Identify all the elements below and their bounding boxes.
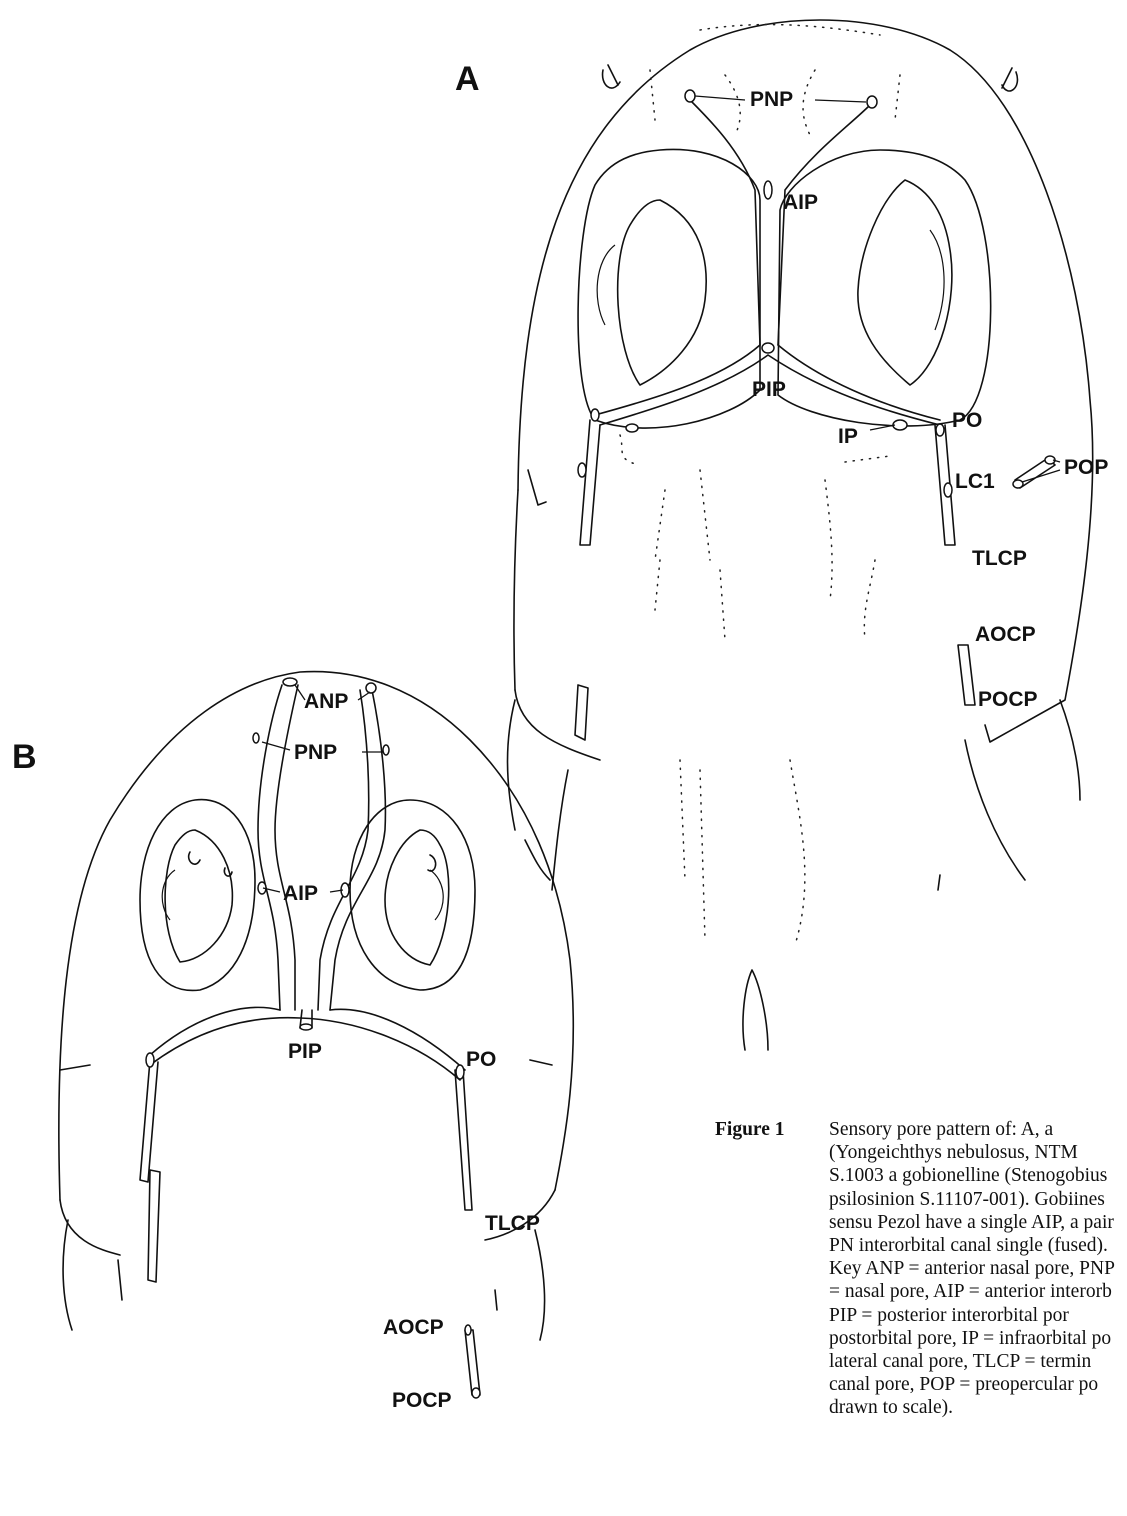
- panel-b-jaw-left: [60, 1200, 120, 1255]
- panel-a-left-pupil: [597, 245, 615, 325]
- panel-b-label-pocp: POCP: [392, 1389, 452, 1412]
- panel-a-label-pnp: PNP: [750, 88, 793, 111]
- panel-b-right-pupil: [430, 870, 443, 920]
- panel-b-letter: B: [12, 738, 37, 776]
- panel-b-label-po: PO: [466, 1048, 496, 1071]
- panel-a-lower-left: [508, 700, 516, 830]
- panel-b-right-lateral-canal: [455, 1070, 472, 1210]
- panel-b-left-eye-outer: [140, 800, 255, 991]
- panel-b-left-lateral-canal: [140, 1060, 158, 1182]
- panel-a-ip-left-pore: [626, 424, 638, 432]
- panel-a-right-pupil: [930, 230, 944, 330]
- panel-a-po-pore: [936, 424, 944, 436]
- panel-b-pocp-pore: [472, 1388, 480, 1398]
- panel-b-po-pore: [456, 1065, 464, 1079]
- panel-a-label-pop: POP: [1064, 456, 1108, 479]
- panel-b-drawing: B: [12, 672, 573, 1412]
- panel-b-ticks: [118, 1260, 497, 1310]
- panel-b-nostrils-left: [189, 852, 232, 876]
- caption-text: Sensory pore pattern of: A, a (Yongeicht…: [829, 1118, 1127, 1420]
- panel-a-oc-canal: [958, 645, 975, 705]
- panel-b-pnp-left-pore: [253, 733, 259, 743]
- panel-a-right-eye-inner: [858, 180, 952, 385]
- panel-b-nostril-right: [428, 855, 436, 871]
- panel-b-canal-right: [318, 690, 385, 1010]
- panel-a-ip-pore: [893, 420, 907, 430]
- panel-b-oc-canal: [465, 1330, 480, 1395]
- panel-a-letter: A: [455, 60, 480, 98]
- panel-b-label-pnp: PNP: [294, 741, 337, 764]
- panel-a-pnp-right-pore: [867, 96, 877, 108]
- panel-a-left-side-canal: [528, 470, 546, 505]
- panel-a-dots-cheek-l: [620, 435, 640, 465]
- panel-a-po-left-pore: [591, 409, 599, 421]
- panel-a-label-aip: AIP: [783, 191, 818, 214]
- panel-a-pnp-left-pore: [685, 90, 695, 102]
- panel-a-dots-body2: [790, 760, 805, 945]
- panel-a-dots-body1: [680, 760, 705, 940]
- panel-a-left-lateral-canal: [580, 420, 600, 545]
- panel-a-label-po: PO: [952, 409, 982, 432]
- panel-a-left-eye-inner: [618, 200, 707, 385]
- panel-b-pnp-right-pore: [383, 745, 389, 755]
- panel-a-left-eye-outer: [578, 149, 760, 428]
- panel-b-left-pupil: [162, 870, 175, 920]
- panel-a-dots-nasal-r: [803, 70, 815, 135]
- panel-a-label-aocp: AOCP: [975, 623, 1036, 646]
- panel-a-body-right: [965, 740, 1025, 880]
- panel-b-lower-left: [63, 1220, 72, 1330]
- panel-b-label-aocp: AOCP: [383, 1316, 444, 1339]
- panel-a-lc1-left-pore: [578, 463, 586, 477]
- panel-a-left-edge: [514, 490, 518, 690]
- panel-a-left-oc-canal: [575, 685, 588, 740]
- panel-b-right-eye-inner: [385, 830, 449, 965]
- panel-a-body-left: [552, 770, 568, 890]
- panel-b-left-eye-inner: [165, 830, 232, 962]
- panel-a-dots-row1: [655, 470, 710, 560]
- panel-a-tick: [938, 875, 940, 890]
- panel-a-lc1-pore: [944, 483, 952, 497]
- panel-b-label-tlcp: TLCP: [485, 1212, 540, 1235]
- panel-a-fin-tip: [743, 970, 768, 1050]
- panel-b-anp-right-pore: [366, 683, 376, 693]
- panel-b-aocp-pore: [465, 1325, 471, 1335]
- panel-a-dots-row4: [825, 480, 832, 600]
- panel-a-label-pip: PIP: [752, 378, 786, 401]
- panel-a-dots-row3: [864, 560, 875, 640]
- panel-b-label-pip: PIP: [288, 1040, 322, 1063]
- panel-b-pip-pore: [300, 1024, 312, 1030]
- panel-a-label-ip: IP: [838, 425, 858, 448]
- panel-a-aip-pore: [764, 181, 772, 199]
- panel-a-dots-cheek-r: [845, 456, 890, 462]
- panel-b-left-oc-canal: [148, 1170, 160, 1282]
- panel-a-right-rear: [1060, 700, 1080, 800]
- panel-b-label-aip: AIP: [283, 882, 318, 905]
- panel-a-pop-lower-pore: [1013, 480, 1023, 488]
- caption-figure-label: Figure 1: [715, 1118, 785, 1141]
- panel-b-label-anp: ANP: [304, 690, 348, 713]
- panel-a-label-tlcp: TLCP: [972, 547, 1027, 570]
- panel-a-nostrils: [603, 70, 1018, 91]
- panel-b-anp-left-pore: [283, 678, 297, 686]
- panel-b-canal-left: [258, 685, 298, 1010]
- panel-a-dots-row2: [655, 560, 725, 640]
- panel-b-po-left-pore: [146, 1053, 154, 1067]
- panel-b-lower-right: [535, 1230, 545, 1340]
- panel-a-label-lc1: LC1: [955, 470, 995, 493]
- panel-a-pip-pore: [762, 343, 774, 353]
- panel-a-nasal-marks: [608, 65, 1012, 88]
- panel-a-label-pocp: POCP: [978, 688, 1038, 711]
- panel-a-dots-nasal-l: [725, 75, 740, 135]
- panel-a-drawing: A: [455, 20, 1108, 1050]
